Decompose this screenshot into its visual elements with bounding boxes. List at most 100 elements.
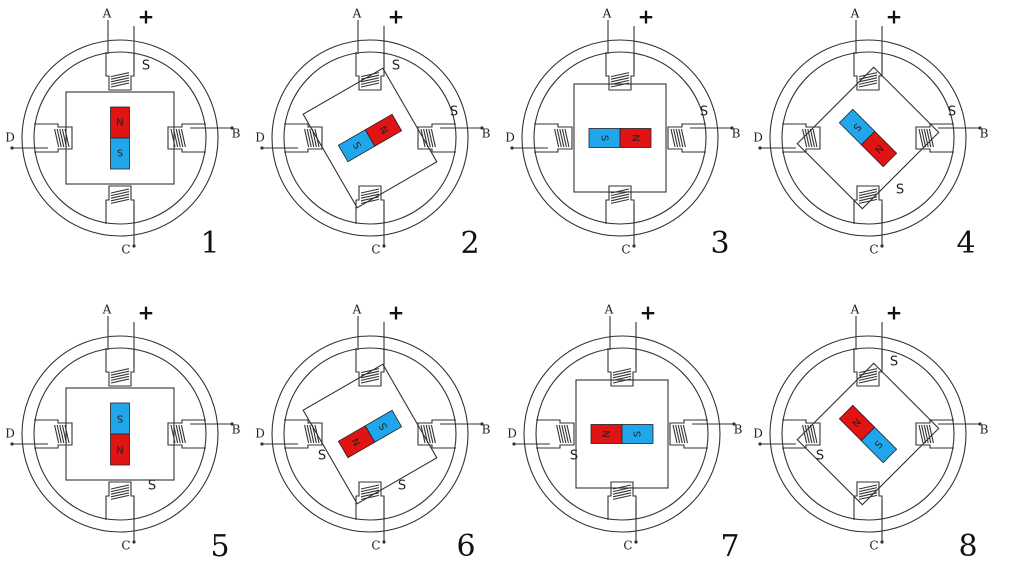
rotor-frame — [302, 67, 438, 209]
coil-winding — [610, 74, 630, 80]
stator-pole — [853, 481, 883, 520]
coil-winding — [612, 370, 632, 376]
terminal-label-c: C — [371, 243, 380, 257]
coil-winding — [858, 191, 878, 197]
stator-outer-ring — [271, 39, 469, 237]
stator-pole — [167, 419, 206, 449]
coil-winding — [610, 77, 630, 83]
coil-winding — [309, 424, 315, 444]
coil-winding — [858, 489, 878, 495]
terminal-dot — [10, 442, 14, 446]
coil-winding — [612, 373, 632, 379]
step-number: 1 — [200, 226, 219, 261]
coil-winding — [110, 492, 130, 498]
magnet-south-letter: S — [633, 431, 644, 437]
terminal-label-d: D — [255, 131, 265, 145]
coil-winding — [360, 188, 380, 194]
terminal-label-a: A — [352, 7, 362, 21]
terminal-label-a: A — [102, 303, 112, 317]
stator-pole — [853, 348, 883, 387]
terminal-label-b: B — [732, 127, 741, 141]
terminal-label-d: D — [5, 427, 15, 441]
coil-winding — [566, 424, 572, 444]
stator-pole — [34, 419, 73, 449]
stator-inner-ring — [535, 347, 709, 521]
terminal-label-c: C — [371, 539, 380, 553]
stator-inner-ring — [533, 51, 707, 225]
coil-winding — [360, 72, 380, 78]
coil-winding — [360, 373, 380, 379]
terminal-label-d: D — [5, 131, 15, 145]
terminal-label-b: B — [980, 423, 989, 437]
coil-winding — [54, 424, 60, 444]
stator-pole — [853, 52, 883, 91]
magnet-south — [337, 129, 376, 163]
stator-pole — [667, 123, 706, 153]
coil-winding — [554, 128, 560, 148]
stator-pole — [355, 348, 385, 387]
magnet-north-letter: N — [376, 125, 389, 137]
magnet-south — [838, 108, 876, 146]
terminal-dot — [758, 146, 762, 150]
coil-winding — [612, 494, 632, 500]
step-number: 7 — [720, 529, 739, 564]
magnet-south — [110, 137, 130, 170]
stator-outer-ring — [523, 335, 721, 533]
coil-winding — [918, 128, 924, 148]
coil-winding — [54, 128, 60, 148]
coil-winding — [180, 128, 186, 148]
magnet-south — [588, 128, 621, 148]
stator-inner-ring — [33, 51, 207, 225]
coil-winding — [178, 128, 184, 148]
coil-winding — [802, 128, 808, 148]
stator-pole-label: S — [398, 479, 406, 494]
stator-pole — [782, 123, 821, 153]
stator-inner-ring — [283, 347, 457, 521]
terminal-label-common: + — [886, 301, 903, 325]
coil-winding — [360, 375, 380, 381]
coil-winding — [812, 424, 818, 444]
stator-pole — [605, 52, 635, 91]
coil-winding — [304, 128, 310, 148]
terminal-label-b: B — [980, 127, 989, 141]
coil-winding — [561, 128, 567, 148]
coil-winding — [858, 378, 878, 384]
coil-winding — [559, 128, 565, 148]
coil-winding — [360, 198, 380, 204]
terminal-dot — [510, 146, 514, 150]
stator-pole-label: S — [318, 449, 326, 464]
terminal-label-b: B — [232, 423, 241, 437]
coil-winding — [858, 82, 878, 88]
coil-winding — [918, 424, 924, 444]
coil-winding — [56, 128, 62, 148]
coil-winding — [110, 487, 130, 493]
magnet-south — [860, 426, 898, 464]
rotor-frame — [65, 387, 175, 481]
stator-pole — [605, 185, 635, 224]
terminal-dot — [634, 540, 638, 544]
coil-winding — [858, 193, 878, 199]
rotor: NS — [65, 387, 175, 481]
coil-winding — [304, 424, 310, 444]
stator-pole-label: S — [148, 479, 156, 494]
coil-winding — [309, 128, 315, 148]
stator-pole — [355, 481, 385, 520]
stator-pole — [534, 123, 573, 153]
coil-winding — [858, 79, 878, 85]
terminal-label-b: B — [482, 423, 491, 437]
coil-winding — [921, 128, 927, 148]
magnet-south — [621, 424, 654, 444]
coil-winding — [425, 128, 431, 148]
coil-winding — [110, 378, 130, 384]
stator-pole — [915, 419, 954, 449]
terminal-dot — [978, 126, 982, 130]
magnet-north-letter: N — [630, 134, 641, 141]
coil-winding — [360, 368, 380, 374]
coil-winding — [858, 375, 878, 381]
terminal-label-d: D — [507, 427, 517, 441]
terminal-dot — [230, 126, 234, 130]
